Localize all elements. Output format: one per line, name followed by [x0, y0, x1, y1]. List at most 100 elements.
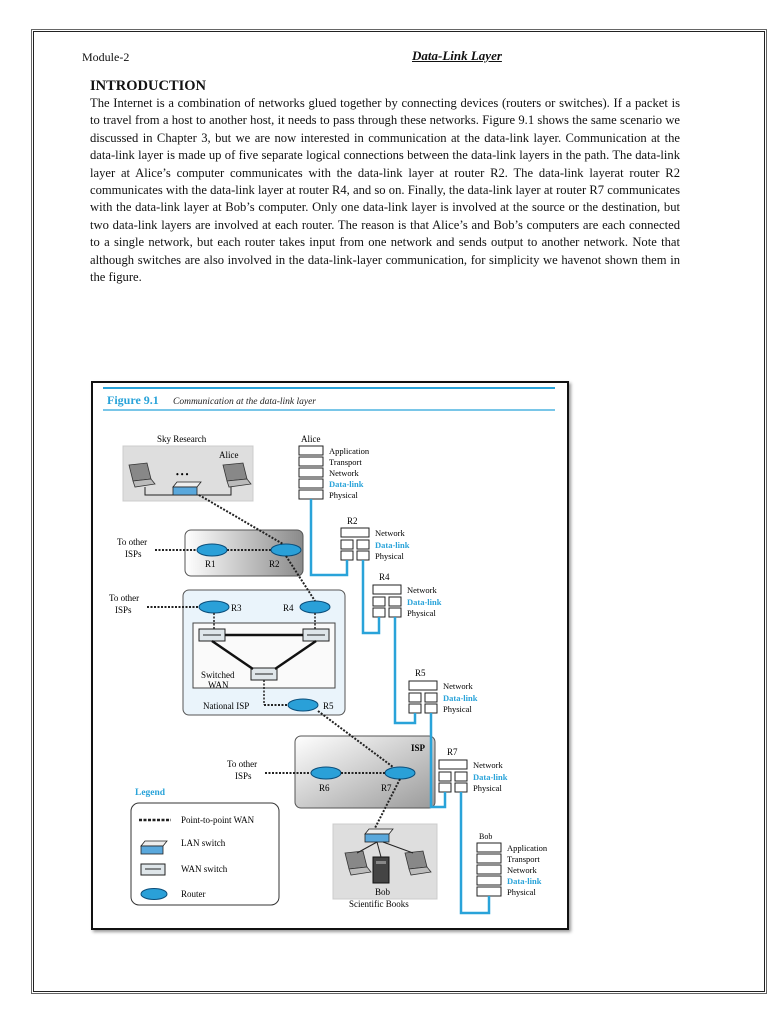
router-r6-label: R6	[319, 783, 330, 793]
lan-switch-icon	[172, 481, 202, 496]
router-icon	[198, 600, 230, 614]
legend-box	[130, 802, 280, 906]
router-icon	[310, 766, 342, 780]
sky-research-label: Sky Research	[157, 434, 207, 444]
alice-app: Application	[329, 446, 370, 456]
lan-switch-icon	[364, 828, 394, 843]
wan-switch-icon	[198, 628, 226, 642]
isps-3: ISPs	[235, 771, 252, 781]
bob-app: Application	[507, 843, 548, 853]
router-icon	[140, 888, 168, 900]
router-icon	[384, 766, 416, 780]
scientific-books-label: Scientific Books	[349, 899, 409, 909]
stack-r2-title: R2	[347, 516, 358, 526]
stack-r4-title: R4	[379, 572, 390, 582]
p2p-link	[374, 778, 401, 829]
alice-transport: Transport	[329, 457, 362, 467]
section-heading: INTRODUCTION	[90, 78, 207, 94]
r2-network: Network	[375, 528, 405, 538]
alice-host-label: Alice	[219, 450, 239, 460]
r7-physical: Physical	[473, 783, 502, 793]
wan-switch-icon	[250, 667, 278, 681]
r7-network: Network	[473, 760, 503, 770]
router-r3-label: R3	[231, 603, 242, 613]
datalink-path-r4-r5	[393, 617, 417, 725]
r5-physical: Physical	[443, 704, 472, 714]
isps-1: ISPs	[125, 549, 142, 559]
r5-protocol-stack	[408, 680, 438, 714]
r2-protocol-stack	[340, 527, 370, 561]
alice-datalink: Data-link	[329, 479, 364, 489]
p2p-link	[198, 494, 284, 545]
bob-physical: Physical	[507, 887, 536, 897]
router-r7-label: R7	[381, 783, 392, 793]
datalink-path-alice-r2	[309, 499, 349, 577]
alice-protocol-stack	[298, 445, 324, 500]
r2-physical: Physical	[375, 551, 404, 561]
router-r2-label: R2	[269, 559, 280, 569]
bob-host-label: Bob	[375, 887, 391, 897]
switched-wan-label-2: WAN	[208, 680, 229, 690]
legend-lan-switch-label: LAN switch	[181, 838, 226, 848]
page-outer-frame	[31, 29, 767, 994]
figure-number: Figure 9.1	[107, 393, 159, 407]
alice-physical: Physical	[329, 490, 358, 500]
server-icon	[372, 856, 390, 884]
r4-network: Network	[407, 585, 437, 595]
p2p-link	[285, 555, 316, 602]
page-frame	[33, 31, 765, 992]
isps-2: ISPs	[115, 605, 132, 615]
legend-p2p-label: Point-to-point WAN	[181, 815, 255, 825]
isp-label: ISP	[411, 743, 426, 753]
to-other-isps-2: To other	[109, 593, 139, 603]
r5-datalink: Data-link	[443, 693, 478, 703]
legend-title: Legend	[135, 788, 166, 798]
isp-region-r1-r2	[184, 529, 304, 577]
laptop-icon	[128, 462, 156, 488]
router-r5-label: R5	[323, 701, 334, 711]
figure-caption: Communication at the data-link layer	[173, 397, 316, 407]
module-label: Module-2	[82, 50, 130, 64]
r5-network: Network	[443, 681, 473, 691]
stack-alice-title: Alice	[301, 434, 321, 444]
bob-protocol-stack	[476, 842, 502, 897]
r7-protocol-stack	[438, 759, 468, 793]
to-other-isps-1: To other	[117, 537, 147, 547]
alice-network: Network	[329, 468, 359, 478]
to-other-isps-3: To other	[227, 759, 257, 769]
intro-paragraph: The Internet is a combination of network…	[90, 96, 680, 285]
bob-transport: Transport	[507, 854, 540, 864]
router-r1-label: R1	[205, 559, 216, 569]
router-icon	[287, 698, 319, 712]
router-r4-label: R4	[283, 603, 294, 613]
figure-9-1: Figure 9.1 Communication at the data-lin…	[91, 381, 569, 930]
datalink-path-r2-r4	[361, 560, 381, 635]
bob-datalink: Data-link	[507, 876, 542, 886]
laptop-icon	[222, 462, 252, 488]
hosts-ellipsis: • • •	[176, 470, 189, 479]
datalink-path-r5-r7	[429, 713, 447, 809]
r4-datalink: Data-link	[407, 597, 442, 607]
laptop-icon	[344, 850, 372, 876]
router-icon	[299, 600, 331, 614]
chapter-title: Data-Link Layer	[412, 48, 502, 63]
stack-r5-title: R5	[415, 668, 426, 678]
datalink-path-r7-bob	[459, 792, 491, 915]
figure-diagram: Figure 9.1 Communication at the data-lin…	[103, 387, 555, 915]
legend-wan-switch-label: WAN switch	[181, 864, 228, 874]
r2-datalink: Data-link	[375, 540, 410, 550]
lan-switch-icon	[140, 840, 168, 855]
wan-switch-icon	[302, 628, 330, 642]
stack-bob-title: Bob	[479, 832, 492, 841]
r4-physical: Physical	[407, 608, 436, 618]
legend-router-label: Router	[181, 889, 206, 899]
p2p-link	[317, 710, 394, 768]
national-isp-label: National ISP	[203, 701, 249, 711]
bob-network: Network	[507, 865, 537, 875]
router-icon	[196, 543, 228, 557]
laptop-icon	[404, 850, 432, 876]
r4-protocol-stack	[372, 584, 402, 618]
stack-r7-title: R7	[447, 747, 458, 757]
router-icon	[270, 543, 302, 557]
r7-datalink: Data-link	[473, 772, 508, 782]
